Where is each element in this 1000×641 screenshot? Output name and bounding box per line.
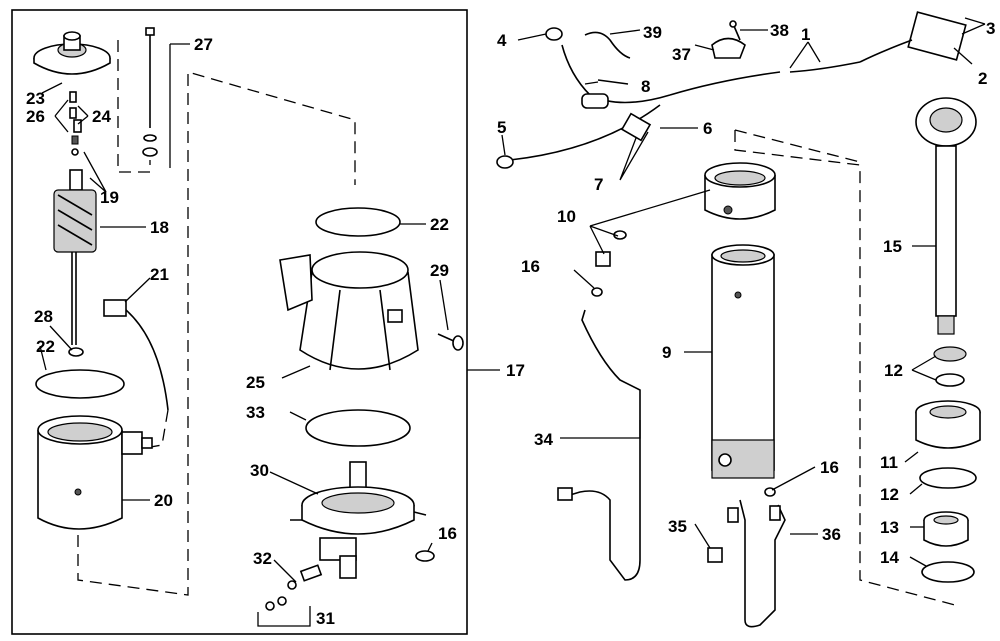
piston-rod-part-15: [915, 97, 977, 335]
callout-16c: 16: [438, 524, 457, 543]
callout-labels: 1 2 3 4 5 6 7 8 9 10 11 12 12 13 14 15 1…: [26, 19, 995, 628]
o-ring-part-22-lower: [35, 369, 125, 399]
callout-14: 14: [880, 548, 899, 567]
callout-20: 20: [154, 491, 173, 510]
callout-24: 24: [92, 107, 111, 126]
end-cap-part-23: [33, 31, 111, 75]
line-fitting-34: [557, 487, 573, 501]
o-ring-part-16-pump: [415, 550, 435, 562]
callout-16a: 16: [521, 257, 540, 276]
line-fitting-36b: [727, 507, 739, 523]
callout-27: 27: [194, 35, 213, 54]
callout-19: 19: [100, 188, 119, 207]
motor-housing-part-20: [37, 415, 153, 530]
callout-2: 2: [978, 69, 987, 88]
callout-16b: 16: [820, 458, 839, 477]
callout-22b: 22: [36, 337, 55, 356]
group-dashed-lines: [77, 40, 956, 606]
callout-1: 1: [801, 25, 810, 44]
callout-38: 38: [770, 21, 789, 40]
callout-12b: 12: [880, 485, 899, 504]
pump-body-part-30: [290, 461, 427, 579]
o-ring-part-16-upper: [591, 287, 603, 297]
through-bolt-part-27: [142, 27, 158, 157]
fitting-part-35: [707, 547, 723, 563]
callout-22a: 22: [430, 215, 449, 234]
callout-25: 25: [246, 373, 265, 392]
seal-parts-11-14: [915, 346, 981, 583]
assembly-frame: [11, 9, 468, 635]
brush-parts-24-26: [69, 91, 82, 156]
line-fitting-36: [769, 505, 781, 521]
fitting-part-10: [595, 230, 627, 267]
callout-33: 33: [246, 403, 265, 422]
callout-26: 26: [26, 107, 45, 126]
callout-29: 29: [430, 261, 449, 280]
o-ring-part-16-lower: [764, 487, 776, 497]
callout-12a: 12: [884, 361, 903, 380]
armature-part-18: [53, 169, 97, 345]
wiring-harness: [496, 11, 967, 169]
valve-parts-31-32: [265, 564, 323, 611]
callout-39: 39: [643, 23, 662, 42]
callout-4: 4: [497, 31, 507, 50]
hydraulic-line-part-34: [569, 309, 641, 581]
callout-17: 17: [506, 361, 525, 380]
callout-30: 30: [250, 461, 269, 480]
callout-37: 37: [672, 45, 691, 64]
washer-part-28: [68, 347, 84, 357]
callout-23: 23: [26, 89, 45, 108]
callout-18: 18: [150, 218, 169, 237]
leader-lines: [39, 17, 986, 627]
callout-8: 8: [641, 77, 650, 96]
callout-21: 21: [150, 265, 169, 284]
callout-10: 10: [557, 207, 576, 226]
callout-32: 32: [253, 549, 272, 568]
callout-34: 34: [534, 430, 553, 449]
callout-35: 35: [668, 517, 687, 536]
callout-36: 36: [822, 525, 841, 544]
callout-28: 28: [34, 307, 53, 326]
callout-7: 7: [594, 175, 603, 194]
cylinder-part-9: [704, 162, 776, 479]
screw-part-29: [437, 333, 464, 351]
callout-9: 9: [662, 343, 671, 362]
o-ring-part-22-upper: [315, 207, 401, 237]
callout-31: 31: [316, 609, 335, 628]
callout-15: 15: [883, 237, 902, 256]
reservoir-part-25: [279, 251, 419, 371]
callout-5: 5: [497, 118, 506, 137]
callout-11: 11: [880, 453, 898, 472]
callout-6: 6: [703, 119, 712, 138]
o-ring-part-33: [305, 409, 411, 447]
callout-13: 13: [880, 518, 899, 537]
hydraulic-line-part-36: [739, 499, 786, 628]
callout-3: 3: [986, 19, 995, 38]
